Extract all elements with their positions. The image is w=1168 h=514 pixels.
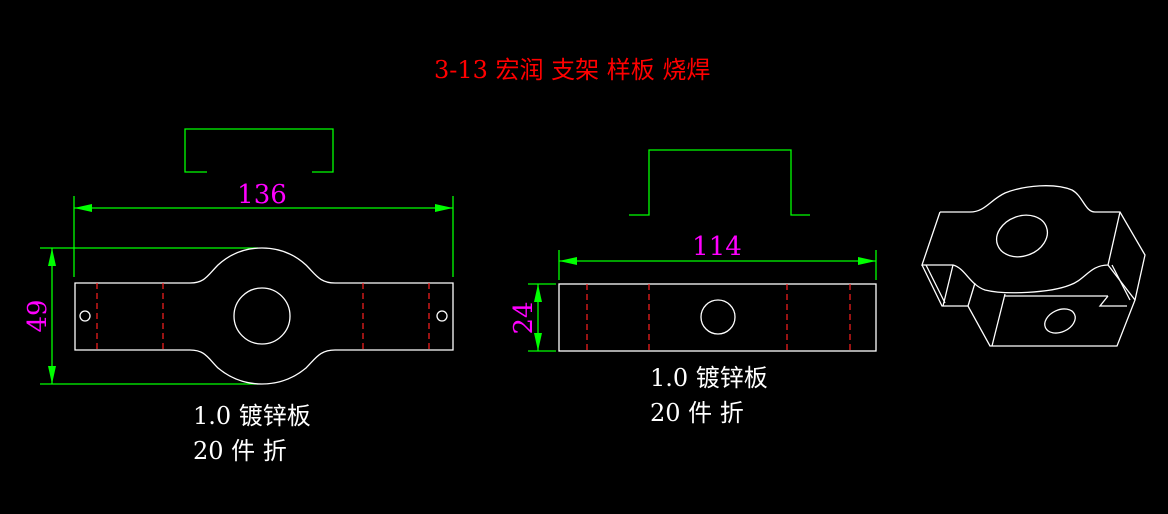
middle-center-hole [700, 299, 736, 335]
left-material-note: 1.0 镀锌板 [193, 402, 311, 430]
middle-qty-note: 20 件 折 [650, 399, 744, 427]
arrow-icon [534, 333, 542, 351]
arrow-icon [435, 204, 453, 212]
drawing-title: 3-13 宏润 支架 样板 烧焊 [434, 56, 710, 84]
middle-flat-outline [558, 283, 877, 352]
middle-top-profile [629, 149, 810, 216]
arrow-icon [48, 366, 56, 384]
middle-width-dim: 114 [692, 232, 742, 262]
arrow-icon [858, 257, 876, 265]
arrow-icon [534, 284, 542, 302]
left-flat-outline [74, 247, 454, 385]
left-part: 136 49 1.0 镀锌板 20 件 折 [23, 128, 454, 465]
right-small-hole [436, 310, 448, 322]
left-center-hole [233, 287, 291, 345]
middle-height-dim: 24 [509, 301, 539, 334]
isometric-view [921, 185, 1146, 347]
arrow-icon [48, 248, 56, 266]
arrow-icon [559, 257, 577, 265]
left-small-hole [79, 310, 91, 322]
left-qty-note: 20 件 折 [193, 437, 287, 465]
middle-material-note: 1.0 镀锌板 [650, 364, 768, 392]
left-width-dim: 136 [237, 180, 287, 210]
middle-part: 114 24 1.0 镀锌板 20 件 折 [509, 149, 877, 427]
arrow-icon [74, 204, 92, 212]
left-height-dim: 49 [23, 299, 53, 332]
left-top-profile [184, 128, 334, 173]
